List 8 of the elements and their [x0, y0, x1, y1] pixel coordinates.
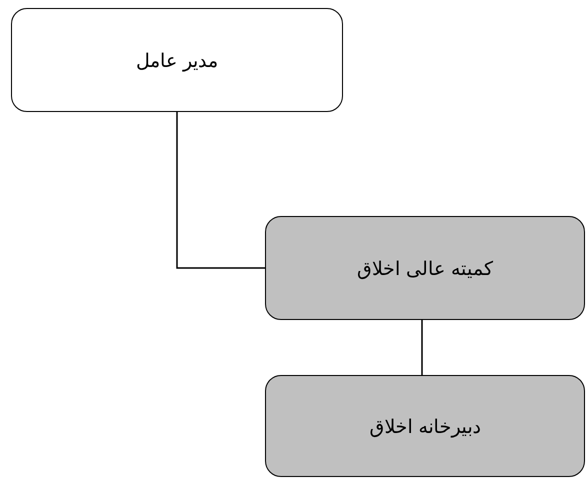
box-label: مدیر عامل — [136, 48, 218, 72]
org-box — [265, 375, 585, 477]
org-box — [265, 216, 585, 320]
box-label: دبیرخانه اخلاق — [369, 414, 481, 438]
box-label: کمیته عالی اخلاق — [356, 256, 494, 280]
connector-line — [176, 112, 265, 269]
org-box — [11, 8, 343, 112]
connector-line — [421, 320, 423, 375]
